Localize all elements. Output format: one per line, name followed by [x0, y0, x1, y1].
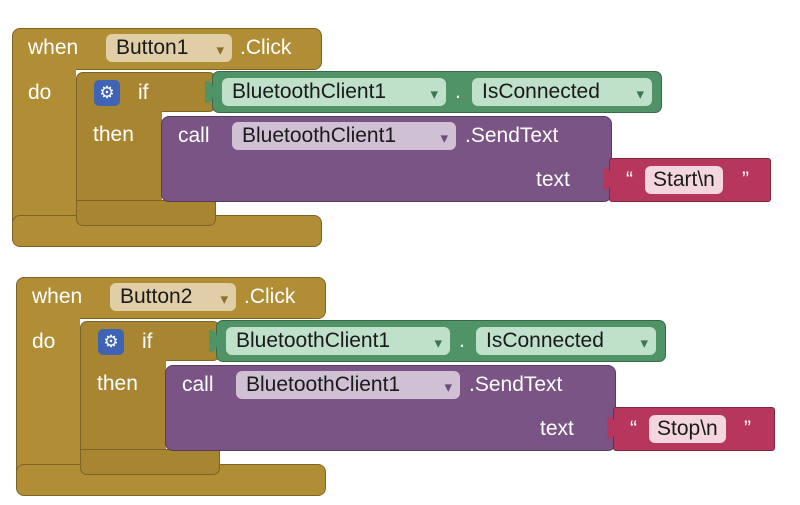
gear-icon[interactable]: ⚙	[98, 329, 124, 355]
method-label: .SendText	[465, 124, 559, 147]
connector-notch	[603, 168, 611, 190]
dot-label: .	[459, 329, 465, 352]
event-block-do-column	[12, 60, 76, 225]
getter-component-label: BluetoothClient1	[236, 329, 391, 352]
caret-down-icon: ▾	[640, 335, 648, 352]
event-block-do-column	[16, 309, 80, 474]
component-dropdown-label: Button1	[116, 36, 189, 59]
event-block-button2-click[interactable]: when Button2 ▾ .Click do ⚙ if then Bluet…	[0, 249, 800, 499]
caret-down-icon: ▾	[440, 130, 448, 147]
event-block-button1-click[interactable]: when Button1 ▾ .Click do ⚙ if then Bluet…	[0, 0, 800, 250]
caret-down-icon: ▾	[444, 379, 452, 396]
call-component-dropdown[interactable]: BluetoothClient1 ▾	[236, 371, 460, 399]
text-literal-block[interactable]	[613, 407, 775, 451]
call-component-dropdown[interactable]: BluetoothClient1 ▾	[232, 122, 456, 150]
connector-notch	[607, 417, 615, 439]
caret-down-icon: ▾	[636, 86, 644, 103]
quote-open-label: “	[626, 168, 633, 191]
event-name-label: .Click	[240, 36, 292, 59]
connector-notch	[205, 81, 213, 103]
string-value-field[interactable]: Start\n	[645, 166, 723, 194]
when-label: when	[28, 36, 79, 59]
event-name-label: .Click	[244, 285, 296, 308]
when-label: when	[32, 285, 83, 308]
call-component-label: BluetoothClient1	[242, 124, 397, 147]
call-label: call	[178, 124, 210, 147]
gear-icon[interactable]: ⚙	[94, 80, 120, 106]
caret-down-icon: ▾	[434, 335, 442, 352]
then-label: then	[93, 123, 134, 146]
getter-component-label: BluetoothClient1	[232, 80, 387, 103]
text-arg-label: text	[536, 168, 570, 191]
property-dropdown[interactable]: IsConnected ▾	[472, 78, 652, 106]
dot-label: .	[455, 80, 461, 103]
component-dropdown[interactable]: Button1 ▾	[106, 34, 232, 62]
if-block-footer	[76, 200, 216, 226]
component-dropdown[interactable]: Button2 ▾	[110, 283, 236, 311]
component-dropdown-label: Button2	[120, 285, 193, 308]
then-label: then	[97, 372, 138, 395]
string-value-field[interactable]: Stop\n	[649, 415, 726, 443]
do-label: do	[28, 81, 52, 104]
property-label: IsConnected	[482, 80, 600, 103]
method-label: .SendText	[469, 373, 563, 396]
do-label: do	[32, 330, 56, 353]
quote-close-label: ”	[742, 168, 749, 191]
caret-down-icon: ▾	[220, 291, 228, 308]
text-arg-label: text	[540, 417, 574, 440]
quote-open-label: “	[630, 417, 637, 440]
getter-component-dropdown[interactable]: BluetoothClient1 ▾	[226, 327, 450, 355]
connector-notch	[209, 330, 217, 352]
call-component-label: BluetoothClient1	[246, 373, 401, 396]
quote-close-label: ”	[744, 417, 751, 440]
if-block-footer	[80, 449, 220, 475]
property-dropdown[interactable]: IsConnected ▾	[476, 327, 656, 355]
if-label: if	[138, 81, 149, 104]
caret-down-icon: ▾	[430, 86, 438, 103]
getter-component-dropdown[interactable]: BluetoothClient1 ▾	[222, 78, 446, 106]
call-label: call	[182, 373, 214, 396]
if-label: if	[142, 330, 153, 353]
property-label: IsConnected	[486, 329, 604, 352]
caret-down-icon: ▾	[216, 42, 224, 59]
